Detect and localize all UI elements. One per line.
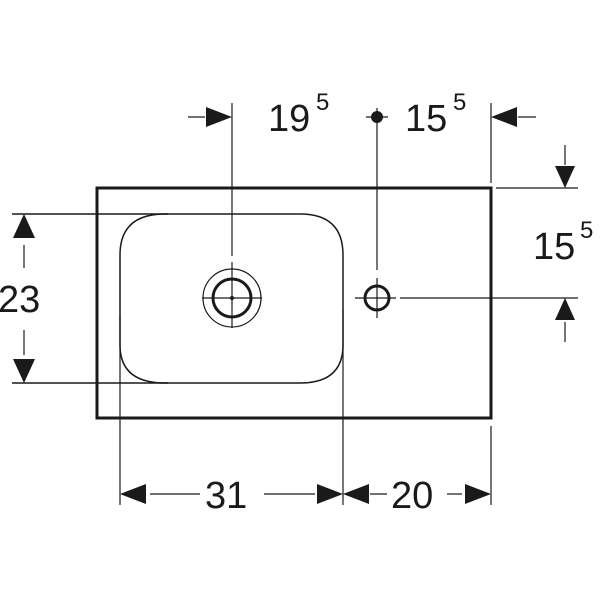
drain-outlet-icon [202, 262, 262, 328]
dim-31: 31 [205, 475, 247, 517]
dim-19-5-sup: 5 [316, 89, 329, 116]
arrowheads [13, 107, 575, 504]
dim-20: 20 [391, 475, 433, 517]
dim-back-15-5-sup: 5 [580, 217, 593, 244]
dim-15-5-main: 15 [405, 98, 447, 140]
dim-23: 23 [0, 279, 40, 321]
dim-19-5-main: 19 [268, 98, 310, 140]
dim-back-15-5-main: 15 [533, 226, 575, 268]
dim-15-5-sup: 5 [453, 89, 466, 116]
basin-outline [95, 186, 493, 420]
bowl-outline [119, 213, 344, 384]
tap-hole-icon [355, 278, 396, 318]
